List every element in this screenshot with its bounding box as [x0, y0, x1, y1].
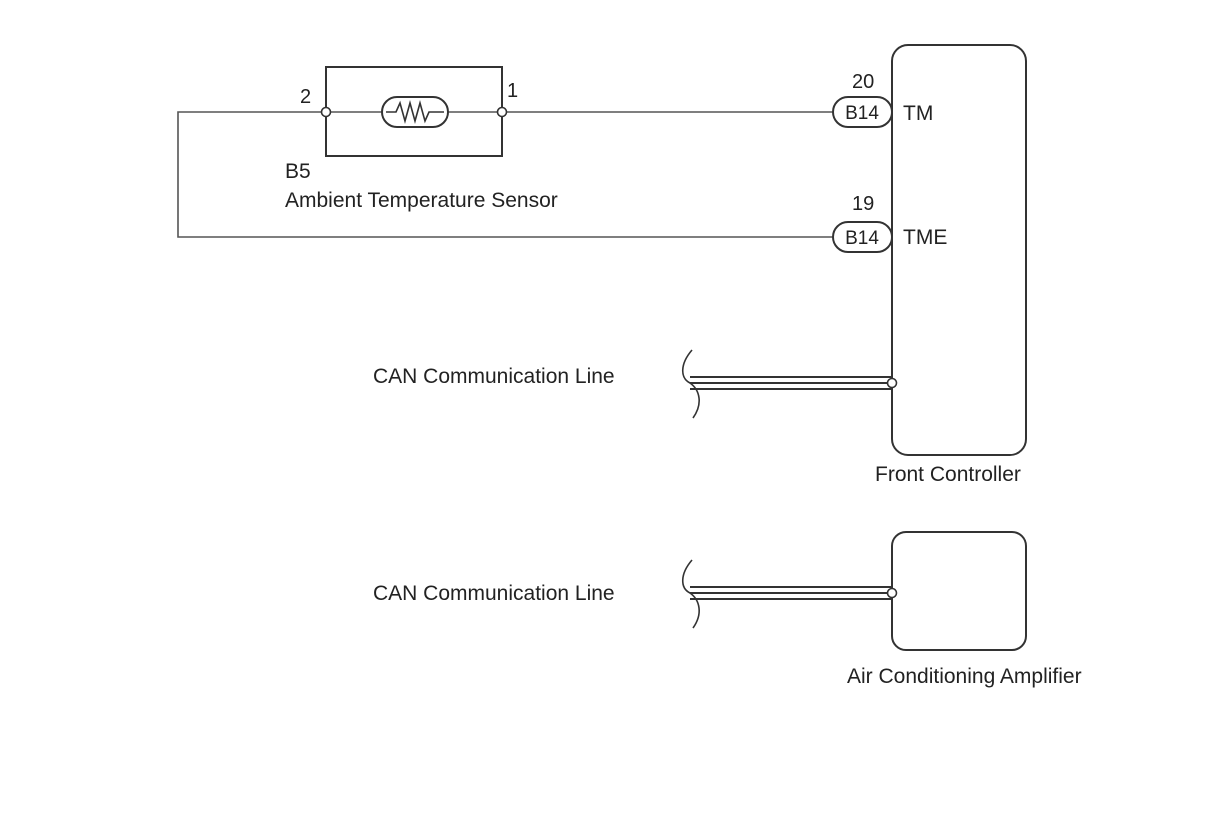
sensor-pin-2-terminal: [320, 106, 332, 118]
sensor-pin-1-label: 1: [507, 80, 518, 102]
tm-connector-label: B14: [845, 103, 879, 124]
sensor-pin-2-label: 2: [300, 86, 311, 108]
can-line-2-terminal: [886, 587, 898, 599]
sensor-pin-1-terminal: [496, 106, 508, 118]
front-controller-label: Front Controller: [875, 463, 1021, 486]
ac-amplifier-label: Air Conditioning Amplifier: [847, 665, 1082, 688]
wire-tme: [177, 111, 833, 238]
can-line-1-label: CAN Communication Line: [373, 365, 615, 388]
tme-connector-label: B14: [845, 228, 879, 249]
can-line-1-bundle: [681, 349, 898, 419]
ac-amplifier-box: [891, 531, 1027, 651]
tm-connector-badge: [832, 96, 893, 128]
tme-pin-number: 19: [852, 193, 874, 215]
cable-break-icon: [681, 559, 700, 629]
sensor-connector-label: B5: [285, 160, 311, 183]
cable-break-icon: [681, 349, 700, 419]
can-line-2-bundle: [681, 559, 898, 629]
can-line-2-label: CAN Communication Line: [373, 582, 615, 605]
tme-connector-badge: [832, 221, 893, 253]
tm-pin-number: 20: [852, 71, 874, 93]
resistor-zigzag-icon: [386, 100, 444, 124]
sensor-name-label: Ambient Temperature Sensor: [285, 189, 558, 212]
tm-terminal-label: TM: [903, 102, 933, 125]
can-line-1-terminal: [886, 377, 898, 389]
tme-terminal-label: TME: [903, 226, 947, 249]
front-controller-box: [891, 44, 1027, 456]
